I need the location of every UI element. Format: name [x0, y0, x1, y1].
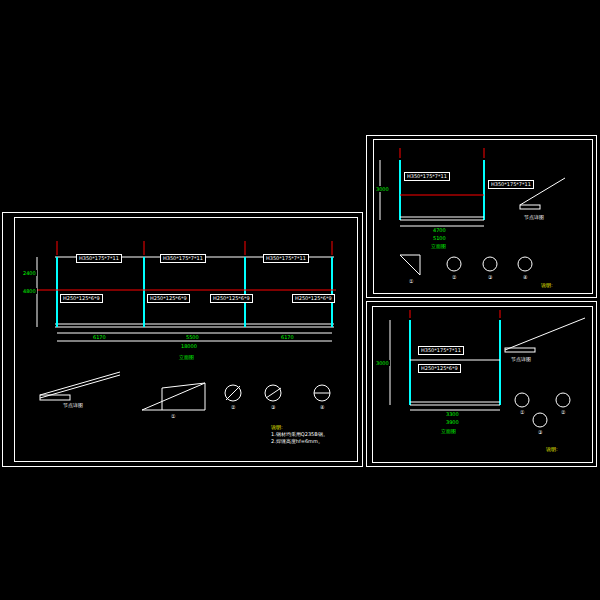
drawing-label: 节点详图	[523, 214, 545, 220]
drawing-label: ②	[451, 274, 457, 280]
section-label-box: H350*175*7*11	[160, 254, 206, 263]
drawing-label: 3000	[375, 360, 390, 366]
section-label: H250*125*6*9	[421, 365, 458, 372]
section-label-box: H350*175*7*11	[488, 180, 534, 189]
section-label-box: H350*175*7*11	[76, 254, 122, 263]
drawing-label: 18000	[180, 343, 198, 349]
drawing-label: ④	[319, 404, 325, 410]
drawing-label: 说明:	[540, 282, 554, 288]
section-label: H250*125*6*9	[213, 295, 250, 302]
section-label: H350*175*7*11	[407, 173, 447, 180]
drawing-label: 6170	[280, 334, 295, 340]
drawing-label: 立面图	[178, 354, 195, 360]
drawing-label: 2400	[22, 270, 37, 276]
section-label-box: H350*175*7*11	[263, 254, 309, 263]
drawing-label: ②	[230, 404, 236, 410]
drawing-label: ③	[270, 404, 276, 410]
drawing-label: 立面图	[430, 243, 447, 249]
section-label: H350*175*7*11	[79, 255, 119, 262]
drawing-label: 6170	[92, 334, 107, 340]
section-label: H350*175*7*11	[266, 255, 306, 262]
section-label: H250*125*6*9	[63, 295, 100, 302]
drawing-label: ②	[560, 409, 566, 415]
drawing-label: 3300	[445, 411, 460, 417]
section-label-box: H350*175*7*11	[404, 172, 450, 181]
section-label-box: H350*175*7*11	[418, 346, 464, 355]
drawing-label: 说明:	[545, 446, 559, 452]
section-label: H350*175*7*11	[491, 181, 531, 188]
drawing-label: ③	[487, 274, 493, 280]
section-label: H250*125*6*9	[150, 295, 187, 302]
drawing-label: ③	[537, 429, 543, 435]
drawing-label: ①	[170, 413, 176, 419]
drawing-label: 立面图	[440, 428, 457, 434]
section-label-box: H250*125*6*9	[418, 364, 461, 373]
drawing-label: 节点详图	[510, 356, 532, 362]
section-label: H350*175*7*11	[163, 255, 203, 262]
drawing-label: ①	[408, 278, 414, 284]
drawing-label: 4700	[432, 227, 447, 233]
drawing-label: 节点详图	[62, 402, 84, 408]
section-label-box: H250*125*6*9	[60, 294, 103, 303]
drawing-label: 3000	[375, 186, 390, 192]
section-label-box: H250*125*6*9	[210, 294, 253, 303]
section-label: H350*175*7*11	[421, 347, 461, 354]
drawing-label: 5100	[432, 235, 447, 241]
drawing-label: 2.焊缝高度hf=6mm。	[270, 438, 324, 444]
drawing-label: ④	[522, 274, 528, 280]
drawing-label: 5500	[185, 334, 200, 340]
section-label-box: H250*125*6*9	[147, 294, 190, 303]
drawing-label: 1.钢材均采用Q235B钢。	[270, 431, 329, 437]
drawing-label: 4800	[22, 288, 37, 294]
section-label: H250*125*6*9	[295, 295, 332, 302]
drawing-label: 3900	[445, 419, 460, 425]
drawing-label: ①	[519, 409, 525, 415]
section-label-box: H250*125*6*9	[292, 294, 335, 303]
drawing-label: 说明:	[270, 424, 284, 430]
